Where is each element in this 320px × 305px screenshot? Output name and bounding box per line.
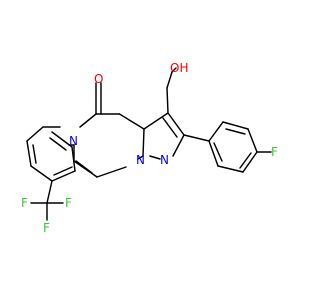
structure-svg: OH O N N N F F F F — [21, 61, 278, 235]
molecule-structure-diagram: OH O N N N F F F F — [21, 61, 278, 235]
cf3-fluorine-1-label: F — [21, 196, 28, 210]
ring-nitrogen-bridge-label: N — [136, 153, 145, 167]
cf3-fluorine-3-label: F — [43, 221, 50, 235]
ring-nitrogen-n5-label: N — [69, 134, 78, 148]
fluoro-label: F — [271, 145, 278, 159]
hydroxyl-label: OH — [170, 61, 188, 75]
ring-nitrogen-n1-label: N — [160, 153, 169, 167]
carbonyl-oxygen-label: O — [94, 72, 103, 86]
bond-lines — [26, 67, 272, 221]
cf3-fluorine-2-label: F — [65, 196, 72, 210]
